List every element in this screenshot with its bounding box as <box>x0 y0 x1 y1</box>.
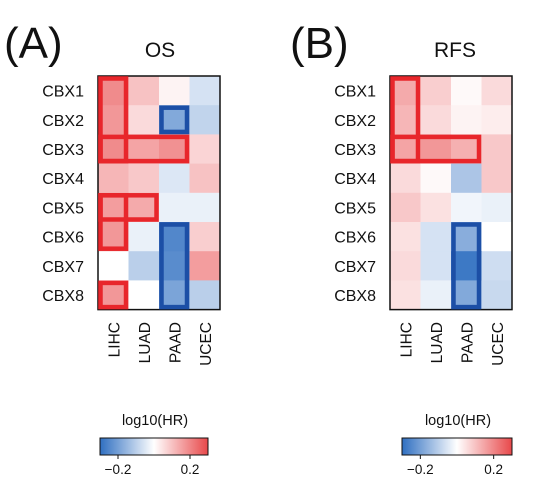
heatmap-cell-cbx6-ucec <box>190 222 221 252</box>
heatmap-cell-cbx7-ucec <box>190 251 221 281</box>
heatmap-cells <box>98 76 220 310</box>
colorbar-gradient <box>402 438 512 455</box>
heatmap-cell-cbx3-ucec <box>482 134 513 164</box>
heatmap-cell-cbx2-ucec <box>190 105 221 135</box>
heatmap-cell-cbx4-paad <box>451 164 482 194</box>
heatmap-cell-cbx5-ucec <box>482 193 513 223</box>
heatmap-cell-cbx1-paad <box>159 76 190 106</box>
row-label-cbx4: CBX4 <box>42 171 84 188</box>
row-label-cbx3: CBX3 <box>42 142 84 159</box>
colorbar-tick-label: 0.2 <box>181 462 200 477</box>
heatmap-cell-cbx2-luad <box>421 105 452 135</box>
heatmap-cell-cbx7-ucec <box>482 251 513 281</box>
heatmap-cell-cbx7-lihc <box>390 251 421 281</box>
heatmap-cell-cbx7-luad <box>421 251 452 281</box>
column-label-ucec: UCEC <box>490 322 507 366</box>
colorbar-label: log10(HR) <box>425 413 491 429</box>
heatmap-cell-cbx5-paad <box>159 193 190 223</box>
heatmap-cell-cbx8-ucec <box>190 280 221 310</box>
row-label-cbx7: CBX7 <box>42 259 84 276</box>
heatmap-cell-cbx7-luad <box>129 251 160 281</box>
row-labels: CBX1CBX2CBX3CBX4CBX5CBX6CBX7CBX8 <box>42 84 84 305</box>
row-label-cbx3: CBX3 <box>334 142 376 159</box>
colorbar-tick-label: −0.2 <box>407 462 434 477</box>
heatmap-cell-cbx3-ucec <box>190 134 221 164</box>
row-label-cbx6: CBX6 <box>42 230 84 247</box>
column-label-luad: LUAD <box>429 322 446 363</box>
panel-title-rfs: RFS <box>434 39 476 62</box>
heatmap-cell-cbx1-ucec <box>190 76 221 106</box>
row-label-cbx2: CBX2 <box>42 113 84 130</box>
heatmap-cell-cbx6-luad <box>129 222 160 252</box>
column-label-paad: PAAD <box>459 322 476 363</box>
heatmap-cell-cbx1-luad <box>129 76 160 106</box>
row-label-cbx1: CBX1 <box>42 84 84 101</box>
column-label-luad: LUAD <box>137 322 154 363</box>
column-label-paad: PAAD <box>167 322 184 363</box>
row-label-cbx5: CBX5 <box>42 200 84 217</box>
panel-title-os: OS <box>145 39 175 62</box>
colorbar: log10(HR) −0.2 0.2 <box>100 413 208 477</box>
row-label-cbx6: CBX6 <box>334 230 376 247</box>
row-label-cbx2: CBX2 <box>334 113 376 130</box>
heatmap-cell-cbx8-ucec <box>482 280 513 310</box>
heatmap-cell-cbx5-lihc <box>390 193 421 223</box>
heatmap-cell-cbx6-ucec <box>482 222 513 252</box>
heatmap-panel-os: (A) OS CBX1CBX2CBX3CBX4CBX5CBX6CBX7CBX8 … <box>4 19 220 477</box>
heatmap-cell-cbx4-luad <box>129 164 160 194</box>
colorbar-ticks: −0.2 0.2 <box>407 455 503 477</box>
colorbar-tick-label: 0.2 <box>484 462 503 477</box>
panel-letter-b: (B) <box>290 19 349 68</box>
row-label-cbx5: CBX5 <box>334 200 376 217</box>
heatmap-cell-cbx8-luad <box>129 280 160 310</box>
heatmap-cell-cbx7-lihc <box>98 251 129 281</box>
heatmap-cell-cbx5-ucec <box>190 193 221 223</box>
colorbar-ticks: −0.2 0.2 <box>105 455 200 477</box>
heatmap-cell-cbx6-luad <box>421 222 452 252</box>
column-label-lihc: LIHC <box>106 322 123 357</box>
heatmap-cell-cbx5-paad <box>451 193 482 223</box>
heatmap-cell-cbx2-luad <box>129 105 160 135</box>
column-label-lihc: LIHC <box>398 322 415 357</box>
heatmap-cell-cbx2-paad <box>451 105 482 135</box>
column-labels: LIHC LUAD PAAD UCEC <box>106 322 215 366</box>
colorbar: log10(HR) −0.2 0.2 <box>402 413 512 477</box>
heatmap-cell-cbx1-luad <box>421 76 452 106</box>
colorbar-tick-label: −0.2 <box>105 462 132 477</box>
heatmap-panel-rfs: (B) RFS CBX1CBX2CBX3CBX4CBX5CBX6CBX7CBX8… <box>290 19 512 477</box>
row-label-cbx8: CBX8 <box>334 288 376 305</box>
row-label-cbx1: CBX1 <box>334 84 376 101</box>
heatmap-cell-cbx4-paad <box>159 164 190 194</box>
heatmap-cell-cbx6-lihc <box>390 222 421 252</box>
heatmap-cell-cbx1-ucec <box>482 76 513 106</box>
row-labels: CBX1CBX2CBX3CBX4CBX5CBX6CBX7CBX8 <box>334 84 376 305</box>
heatmap-cell-cbx4-ucec <box>482 164 513 194</box>
row-label-cbx4: CBX4 <box>334 171 376 188</box>
column-labels: LIHC LUAD PAAD UCEC <box>398 322 507 366</box>
heatmap-cell-cbx4-ucec <box>190 164 221 194</box>
panel-letter-a: (A) <box>4 19 63 68</box>
heatmap-cell-cbx8-luad <box>421 280 452 310</box>
colorbar-label: log10(HR) <box>122 413 188 429</box>
row-label-cbx7: CBX7 <box>334 259 376 276</box>
column-label-ucec: UCEC <box>198 322 215 366</box>
heatmap-cell-cbx4-luad <box>421 164 452 194</box>
heatmap-cell-cbx4-lihc <box>390 164 421 194</box>
heatmap-cell-cbx4-lihc <box>98 164 129 194</box>
heatmap-cell-cbx2-ucec <box>482 105 513 135</box>
colorbar-gradient <box>100 438 208 455</box>
heatmap-cell-cbx1-paad <box>451 76 482 106</box>
heatmap-cell-cbx5-luad <box>421 193 452 223</box>
heatmap-cell-cbx8-lihc <box>390 280 421 310</box>
row-label-cbx8: CBX8 <box>42 288 84 305</box>
heatmap-cells <box>390 76 512 310</box>
